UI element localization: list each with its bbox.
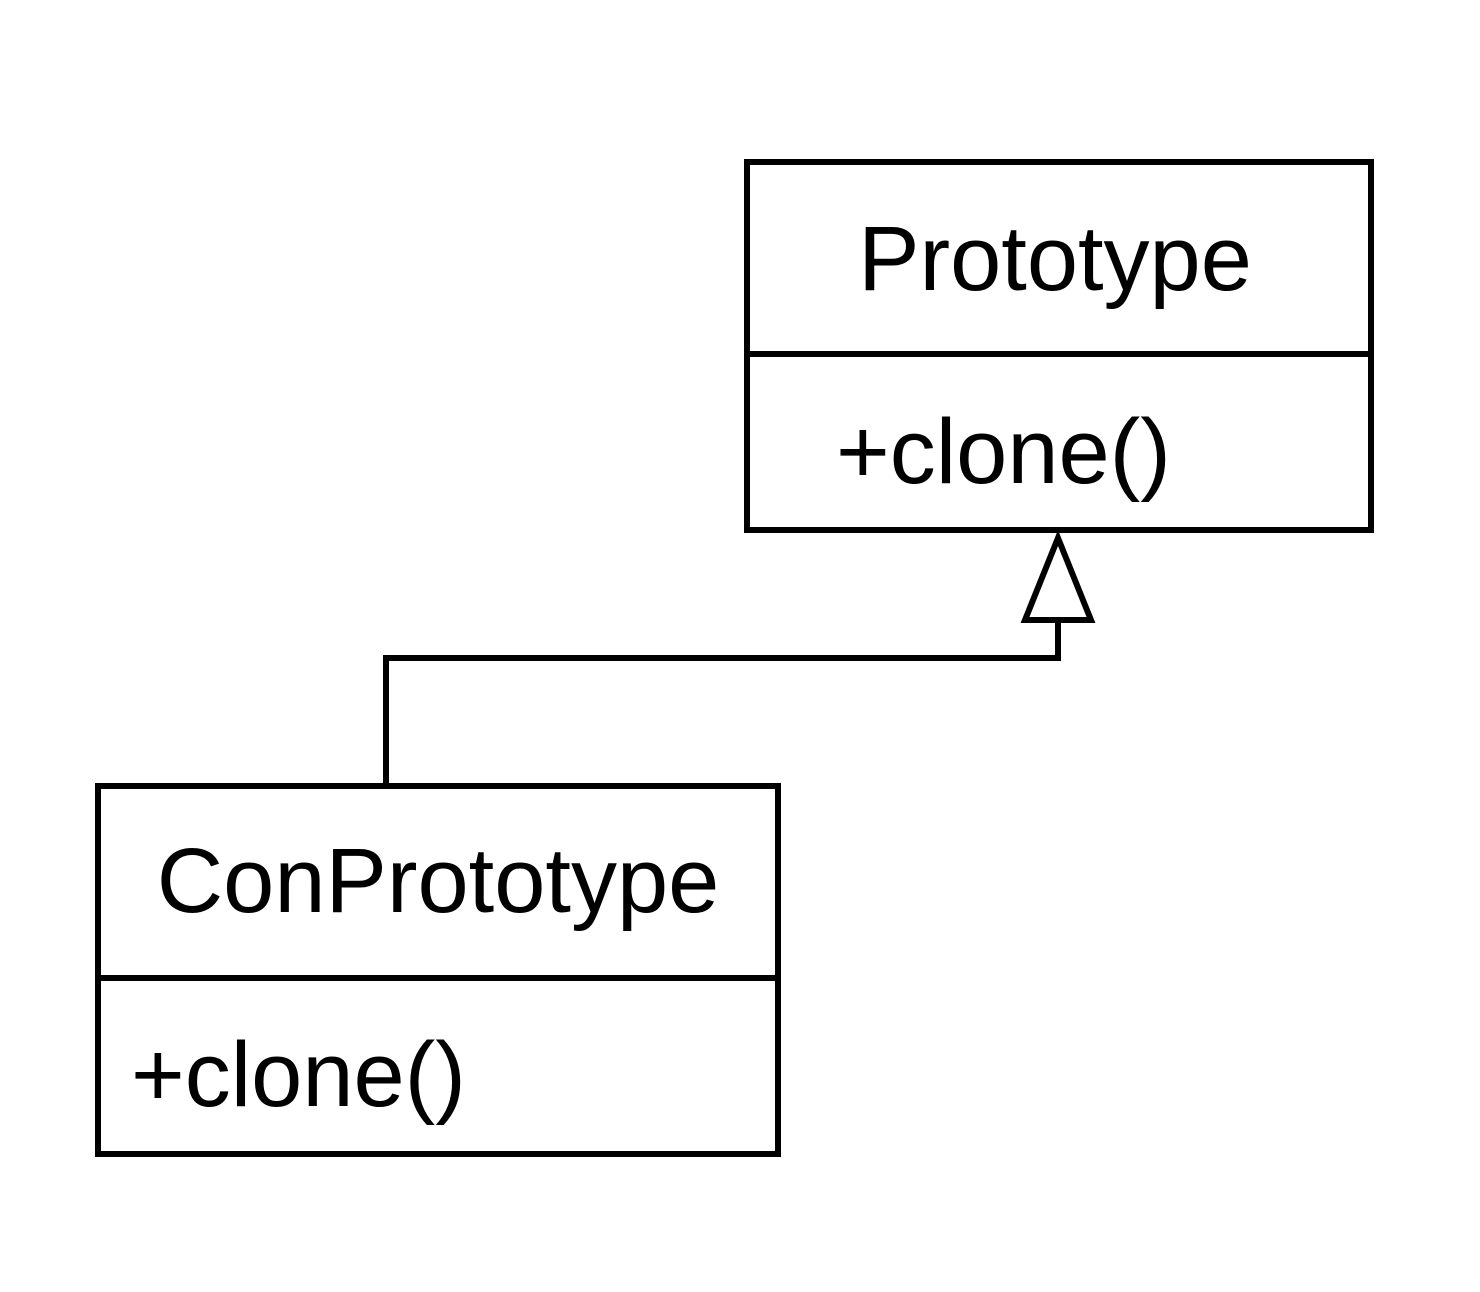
class-prototype-name: Prototype [858,208,1252,310]
class-conprototype-name: ConPrototype [157,830,720,932]
class-prototype-method: +clone() [836,401,1171,503]
inheritance-line [383,620,1061,786]
generalization-connector [383,529,1096,786]
class-conprototype-method: +clone() [131,1024,466,1126]
class-prototype-box [744,159,1374,533]
inheritance-arrowhead [1020,529,1096,623]
class-conprototype-box [95,783,781,1157]
class-conprototype[interactable]: ConPrototype +clone() [95,783,781,1157]
class-prototype[interactable]: Prototype +clone() [744,159,1374,533]
